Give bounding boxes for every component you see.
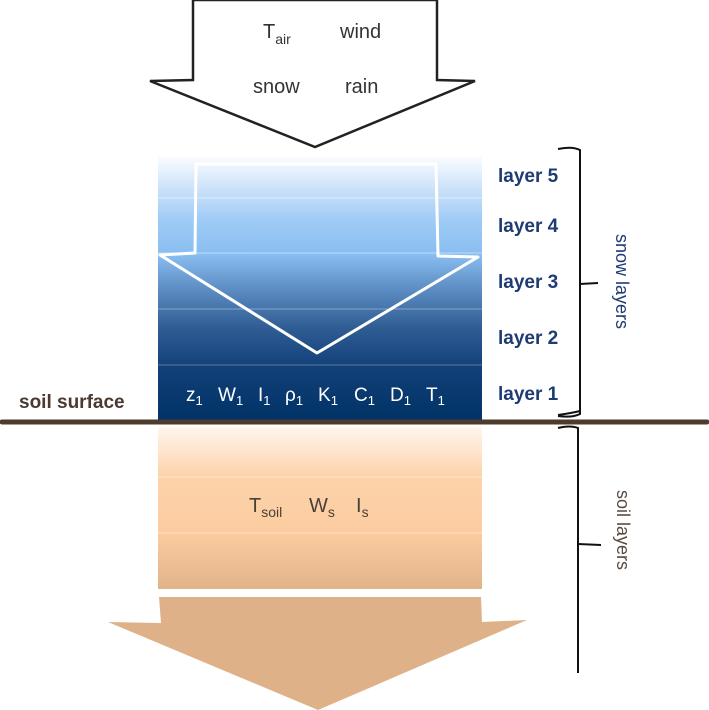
layer-label-1: layer 1 — [498, 384, 559, 405]
layer-label-3: layer 3 — [498, 272, 558, 293]
snow-layers-label: snow layers — [612, 234, 632, 329]
forcing-air-temperature: Tair — [263, 21, 291, 47]
forcing-wind: wind — [339, 21, 381, 43]
soil-layers-bracket — [557, 410, 602, 673]
soil-variables: Tsoil Ws Is — [249, 495, 369, 522]
layer-label-5: layer 5 — [498, 166, 559, 187]
soil-layer-stack — [158, 427, 482, 589]
snow-flux-arrow — [158, 162, 480, 355]
soil-surface-label: soil surface — [19, 392, 125, 413]
layer-label-4: layer 4 — [498, 216, 559, 237]
snow-variables: z1 W1 I1 ρ1 K1 C1 D1 T1 — [186, 385, 445, 410]
snow-layer-stack — [158, 154, 482, 421]
atmospheric-forcing-arrow — [149, 0, 476, 149]
soil-layers-label: soil layers — [613, 490, 633, 570]
snow-layers-bracket — [557, 146, 599, 418]
layer-label-2: layer 2 — [498, 328, 558, 349]
soil-stack-fill — [158, 427, 482, 589]
soil-flux-arrow — [108, 597, 527, 710]
forcing-snow: snow — [253, 76, 300, 98]
snow-stack-fill — [158, 154, 482, 421]
forcing-rain: rain — [345, 76, 378, 98]
